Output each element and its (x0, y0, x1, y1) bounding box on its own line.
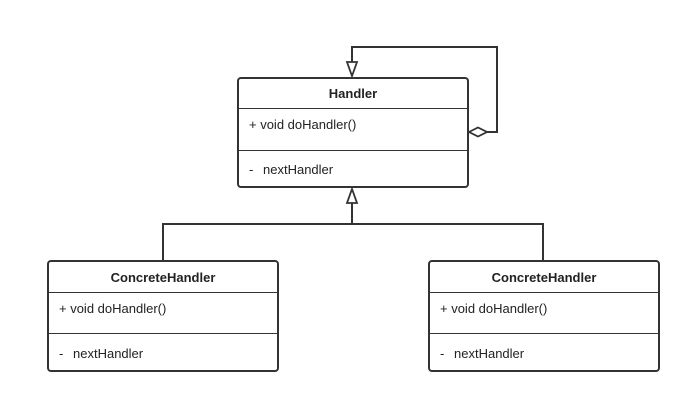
class-name: ConcreteHandler (49, 262, 277, 293)
method-compartment: + void doHandler() (49, 293, 277, 334)
generalization-connector-left (162, 223, 352, 260)
generalization-arrowhead (345, 186, 359, 204)
field-name: nextHandler (263, 162, 334, 177)
self-reference-arrowhead (345, 61, 359, 79)
handler-class[interactable]: Handler + void doHandler() - nextHandler (237, 77, 469, 188)
field-visibility: - (59, 345, 64, 361)
field-name: nextHandler (454, 345, 525, 361)
aggregation-connector (351, 46, 498, 133)
concrete-handler-class-right[interactable]: ConcreteHandler + void doHandler() - nex… (428, 260, 660, 372)
generalization-connector-right (352, 223, 544, 260)
field-visibility: - (440, 345, 445, 361)
method-compartment: + void doHandler() (239, 109, 467, 151)
aggregation-diamond (466, 126, 490, 138)
field-compartment: - nextHandler (430, 334, 658, 372)
class-name: Handler (239, 79, 467, 109)
method: + void doHandler() (249, 117, 357, 132)
field-visibility: - (249, 162, 254, 177)
class-name: ConcreteHandler (430, 262, 658, 293)
method: + void doHandler() (440, 301, 548, 316)
concrete-handler-class-left[interactable]: ConcreteHandler + void doHandler() - nex… (47, 260, 279, 372)
field-name: nextHandler (73, 345, 144, 361)
method-compartment: + void doHandler() (430, 293, 658, 334)
field-compartment: - nextHandler (239, 151, 467, 188)
field-compartment: - nextHandler (49, 334, 277, 372)
method: + void doHandler() (59, 301, 167, 316)
